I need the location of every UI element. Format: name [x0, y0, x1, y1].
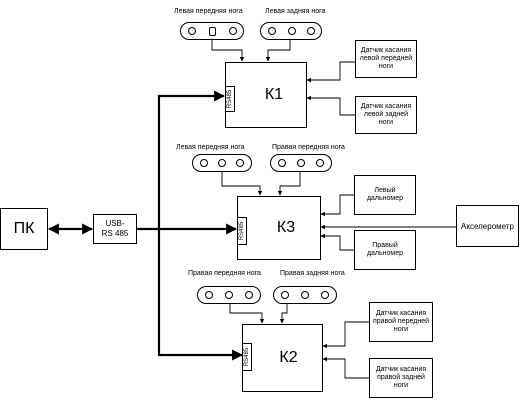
connector-pin	[297, 159, 305, 167]
leg-label-front-right-k2: Правая передняя нога	[188, 270, 261, 277]
converter-label: USB-RS 485	[101, 219, 129, 238]
pc-label: ПК	[13, 220, 35, 237]
leg-connector-front-left-k1	[180, 22, 244, 40]
touch-sensor-front-left: Датчик касания левой передней ноги	[355, 40, 417, 78]
k2-rs485-port: RS485	[242, 343, 252, 371]
connector-pin	[278, 159, 286, 167]
connector-pin	[205, 291, 213, 299]
accelerometer-label: Акселерометр	[461, 221, 514, 231]
connector-pin	[321, 291, 329, 299]
usb-rs485-converter: USB-RS 485	[93, 214, 137, 244]
connector-pin	[236, 159, 244, 167]
leg-label-rear-right-k2: Правая задняя нога	[280, 270, 345, 277]
controller-k3: К3	[237, 196, 321, 260]
k1-rs485-port: RS485	[225, 86, 235, 112]
controller-k2: К2	[242, 324, 323, 392]
k3-label: К3	[276, 219, 296, 236]
accelerometer-box: Акселерометр	[456, 205, 519, 247]
connector-pin	[188, 27, 196, 35]
leg-label-rear-left-k1: Левая задняя нога	[265, 8, 326, 15]
pc-box: ПК	[0, 208, 48, 250]
connector-pin	[301, 291, 309, 299]
controller-k1: К1	[225, 62, 307, 128]
connector-pin	[200, 159, 208, 167]
leg-connector-front-right-k2	[197, 286, 261, 304]
rangefinder-right: Правый дальномер	[354, 230, 416, 270]
connector-pin	[281, 291, 289, 299]
connector-pin	[307, 27, 315, 35]
leg-label-front-right-k3: Правая передняя нога	[272, 144, 345, 151]
leg-label-front-left-k1: Левая передняя нога	[174, 8, 243, 15]
touch-sensor-rear-left: Датчик касания левой задней ноги	[355, 96, 417, 134]
connector-pin	[218, 159, 226, 167]
connector-pin	[288, 27, 296, 35]
connector-pin	[268, 27, 276, 35]
connector-pin	[209, 26, 216, 36]
touch-sensor-front-right: Датчик касания правой передней ноги	[369, 302, 433, 342]
bus-trunk	[157, 90, 244, 361]
leg-connector-front-left-k3	[192, 154, 252, 172]
leg-label-front-left-k3: Левая передняя нога	[176, 144, 245, 151]
leg-connector-rear-right-k2	[273, 286, 337, 304]
k2-label: К2	[279, 349, 298, 366]
connector-pin	[225, 291, 233, 299]
leg-connector-rear-left-k1	[260, 22, 322, 40]
touch-sensor-rear-right: Датчик касания правой задней ноги	[369, 358, 433, 398]
connector-pin	[245, 291, 253, 299]
connector-pin	[316, 159, 324, 167]
leg-connector-front-right-k3	[270, 154, 332, 172]
connector-pin	[229, 27, 237, 35]
k1-label: К1	[264, 86, 284, 103]
k3-rs485-port: RS485	[237, 217, 247, 245]
rangefinder-left: Левый дальномер	[354, 175, 416, 215]
